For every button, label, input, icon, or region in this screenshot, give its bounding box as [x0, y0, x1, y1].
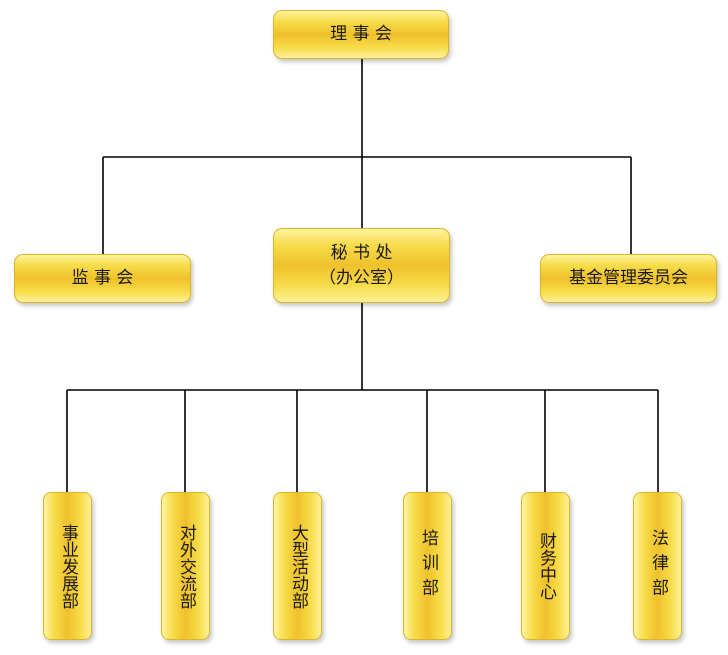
dept-legal-node: 法律部 [633, 492, 682, 640]
dept-major-events-node: 大型活动部 [273, 492, 322, 640]
dept-training-node: 培训部 [403, 492, 452, 640]
secretariat-label: 秘 书 处 [330, 242, 393, 263]
dept-career-development-label: 事业发展部 [58, 523, 78, 609]
dept-major-events-label: 大型活动部 [288, 523, 308, 609]
fund-management-committee-node: 基金管理委员会 [540, 254, 717, 303]
board-of-directors-node: 理 事 会 [273, 10, 449, 59]
dept-career-development-node: 事业发展部 [43, 492, 92, 640]
dept-training-label: 培训部 [418, 529, 438, 603]
dept-finance-center-node: 财务中心 [521, 492, 570, 640]
supervisory-board-node: 监 事 会 [14, 254, 191, 303]
dept-legal-label: 法律部 [648, 529, 668, 603]
secretariat-sublabel: （办公室） [319, 267, 404, 288]
dept-finance-center-label: 财务中心 [536, 532, 556, 600]
dept-external-exchange-node: 对外交流部 [161, 492, 210, 640]
board-of-directors-label: 理 事 会 [330, 24, 392, 45]
dept-external-exchange-label: 对外交流部 [176, 523, 196, 609]
supervisory-board-label: 监 事 会 [71, 268, 134, 289]
fund-management-committee-label: 基金管理委员会 [569, 268, 688, 289]
secretariat-node: 秘 书 处 （办公室） [273, 228, 450, 303]
